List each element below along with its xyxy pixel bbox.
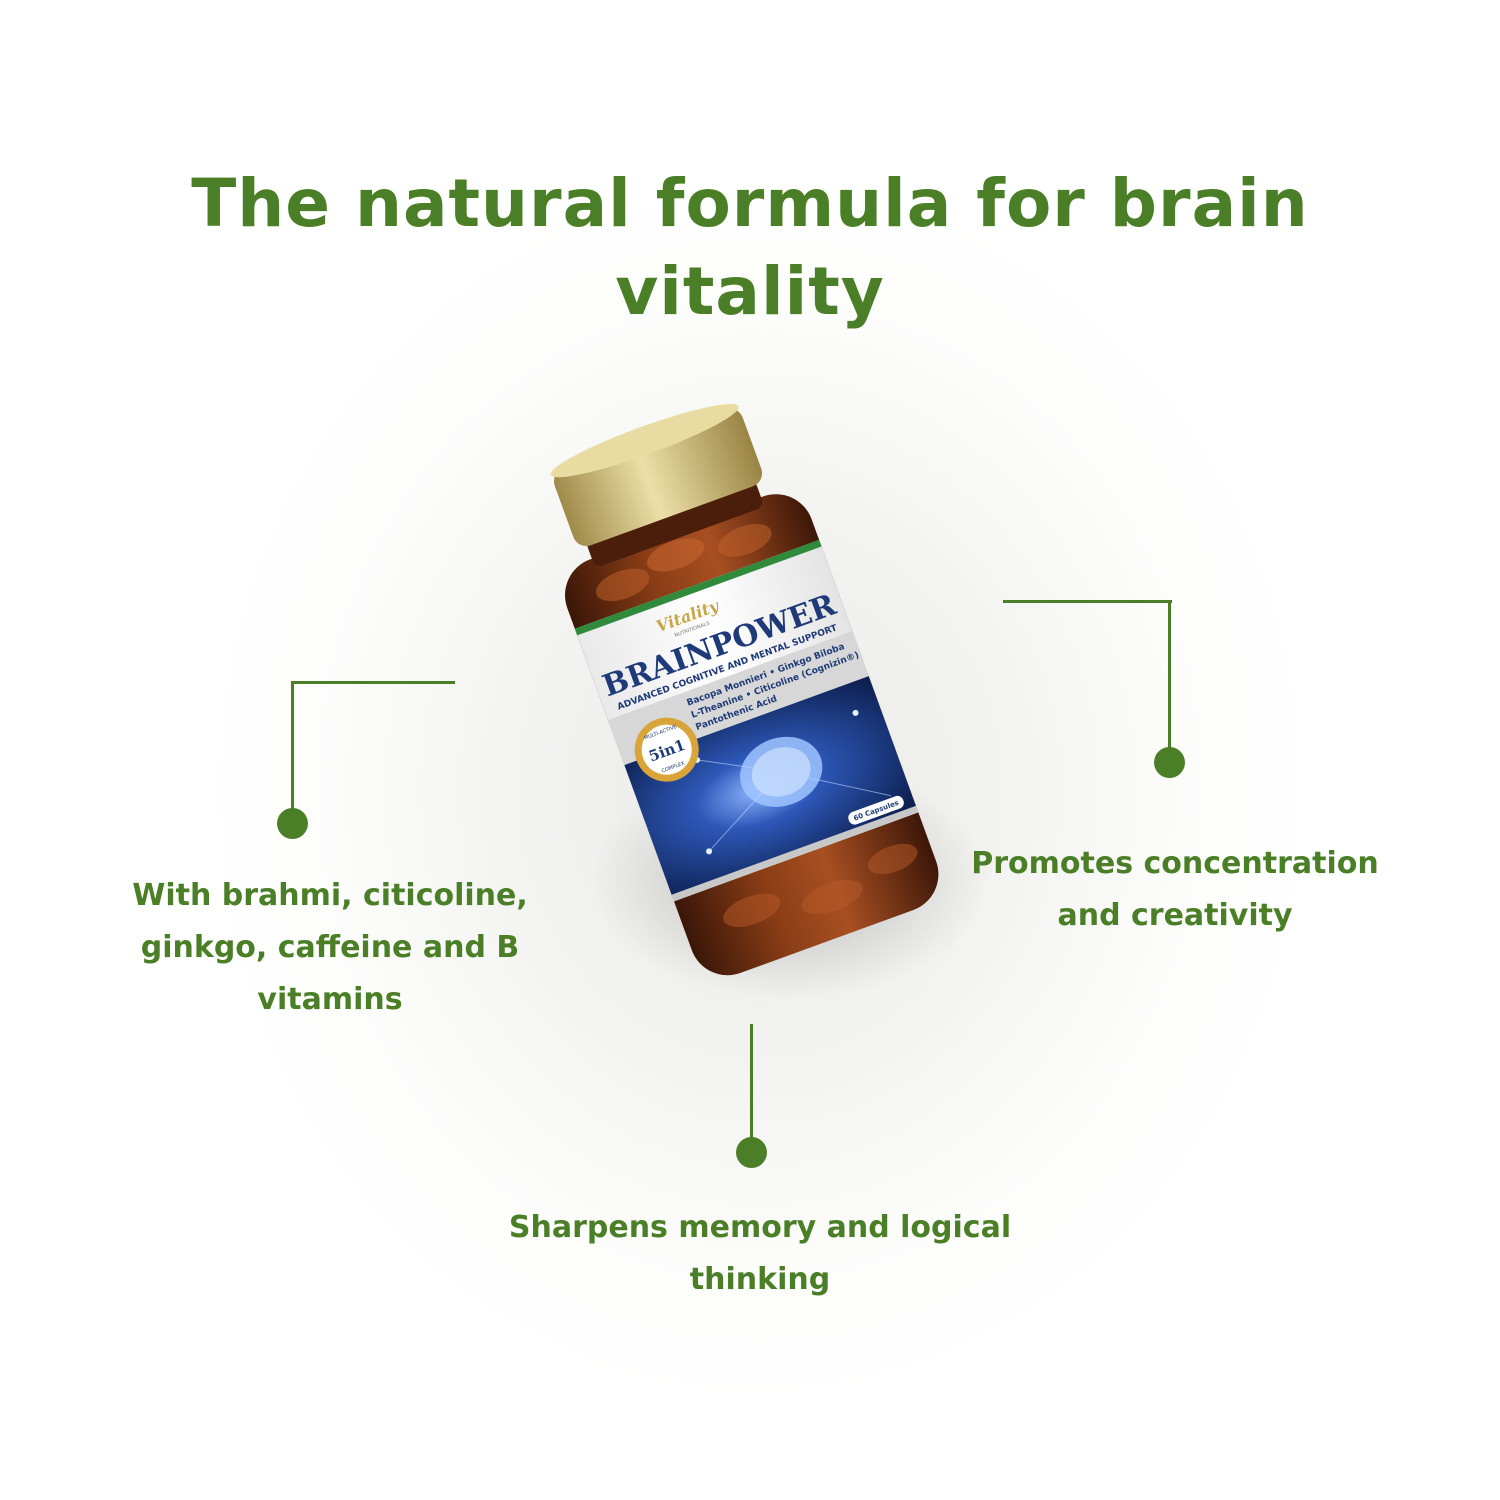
bottom-connector-dot [736, 1137, 767, 1168]
feature-memory: Sharpens memory and logical thinking [508, 1210, 1012, 1297]
product-bottle-image: Vitality NUTRITIONALS BRAINPOWER ADVANCE… [550, 403, 990, 1000]
left-connector-vertical [291, 681, 294, 821]
bottom-connector-vertical [750, 1024, 753, 1144]
feature-ingredients: With brahmi, citicoline, ginkgo, caffein… [132, 878, 528, 1017]
left-connector-dot [277, 808, 308, 839]
headline: The natural formula for brain vitality [191, 165, 1309, 330]
right-connector-vertical [1168, 600, 1171, 750]
left-connector-horizontal [291, 681, 455, 684]
feature-concentration: Promotes concentration and creativity [971, 846, 1379, 933]
right-connector-horizontal [1003, 600, 1172, 603]
right-connector-dot [1154, 747, 1185, 778]
